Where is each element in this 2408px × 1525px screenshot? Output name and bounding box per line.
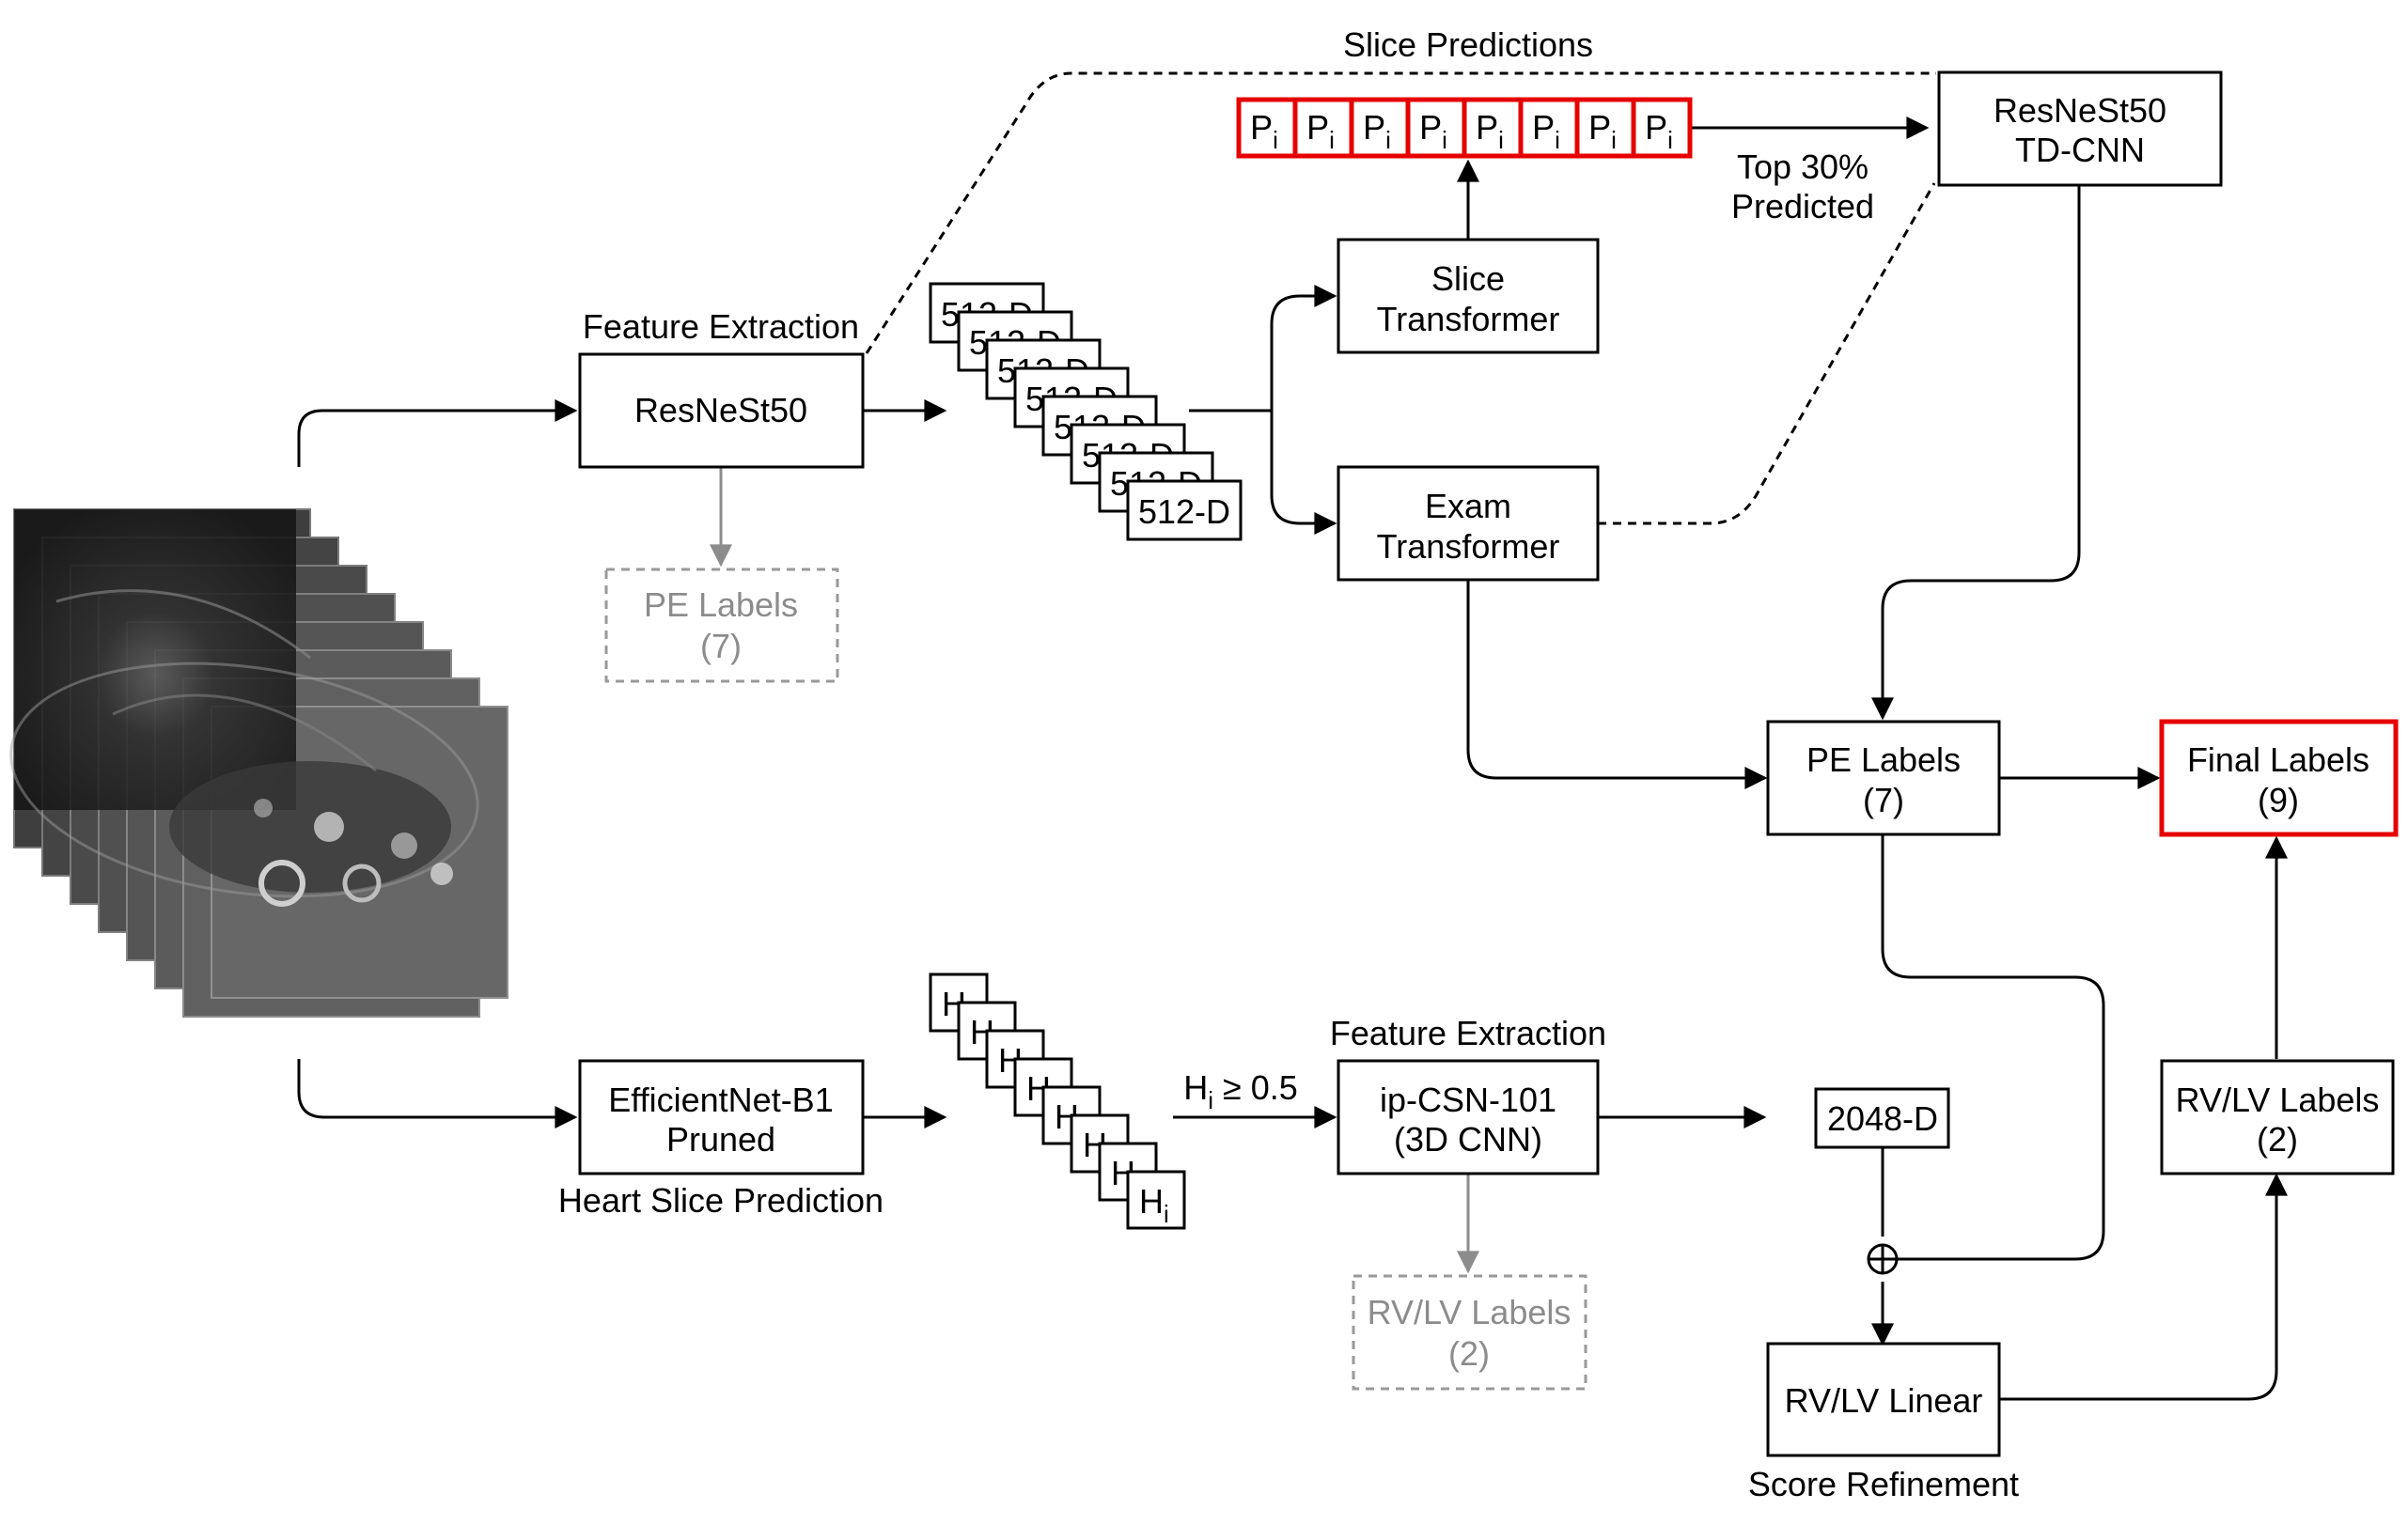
slice-transformer-line2: Transformer: [1377, 300, 1560, 338]
sum-operator-icon: [1867, 1243, 1899, 1275]
rvlv-labels-title: RV/LV Labels: [2176, 1081, 2380, 1119]
slice-prediction-cell: Pi: [1631, 97, 1693, 159]
efficientnet-line2: Pruned: [666, 1120, 775, 1159]
ipcsn-box: [1337, 1059, 1600, 1175]
aux-rvlv-labels-count: (2): [1448, 1334, 1490, 1373]
tdcnn-line1: ResNeSt50: [1994, 91, 2166, 130]
slice-prediction-cell: Pi: [1574, 97, 1636, 159]
final-labels-title: Final Labels: [2187, 740, 2369, 779]
slice-prediction-label: Pi: [1250, 108, 1278, 154]
slice-prediction-label: Pi: [1588, 108, 1617, 154]
heart-slice-card: Hi: [1126, 1170, 1186, 1230]
exam-transformer-line2: Transformer: [1377, 527, 1560, 566]
ipcsn-line2: (3D CNN): [1394, 1120, 1542, 1159]
feature-extraction-bottom-label: Feature Extraction: [1330, 1014, 1606, 1052]
rvlv-labels-block: RV/LV Labels (2): [2160, 1059, 2395, 1175]
slice-prediction-cell: Pi: [1236, 97, 1298, 159]
exam-transformer-box: [1337, 465, 1600, 582]
resnest50-label: ResNeSt50: [634, 391, 807, 429]
feature-2048-block: 2048-D: [1814, 1087, 1950, 1149]
efficientnet-box: [578, 1059, 865, 1175]
aux-pe-labels-block: PE Labels (7): [604, 568, 839, 683]
heart-slice-label: Hi: [1139, 1182, 1169, 1228]
feature-2048-label: 2048-D: [1827, 1099, 1938, 1138]
slice-prediction-cell: Pi: [1405, 97, 1467, 159]
slice-predictions-row: Pi Pi Pi Pi Pi Pi Pi Pi: [1236, 97, 1693, 159]
pe-labels-box: [1766, 720, 2001, 836]
feature-2048-box: [1814, 1087, 1950, 1149]
exam-transformer-block: Exam Transformer: [1337, 465, 1600, 582]
tdcnn-line2: TD-CNN: [2015, 131, 2145, 169]
exam-transformer-line1: Exam: [1425, 487, 1511, 525]
slice-prediction-cell: Pi: [1518, 97, 1580, 159]
slice-prediction-label: Pi: [1419, 108, 1447, 154]
slice-prediction-label: Pi: [1476, 108, 1504, 154]
pe-labels-block: PE Labels (7): [1766, 720, 2001, 836]
slice-prediction-label: Pi: [1306, 108, 1335, 154]
top-branch-connectors: [297, 71, 2161, 789]
efficientnet-block: EfficientNet-B1 Pruned Heart Slice Predi…: [558, 1059, 883, 1220]
resnest50-box: [578, 352, 865, 469]
slice-prediction-cell: Pi: [1292, 97, 1354, 159]
final-labels-box: [2159, 719, 2399, 837]
rvlv-linear-box: [1766, 1342, 2001, 1457]
threshold-label: Hi ≥ 0.5: [1183, 1068, 1298, 1114]
final-labels-block: Final Labels (9): [2159, 719, 2399, 837]
bottom-branch-connectors: [297, 834, 2288, 1401]
slice-prediction-cell: Pi: [1349, 97, 1411, 159]
ipcsn-line1: ip-CSN-101: [1380, 1081, 1556, 1119]
aux-pe-labels-title: PE Labels: [644, 585, 798, 624]
top-30-label-line2: Predicted: [1731, 187, 1874, 226]
tdcnn-box: [1937, 70, 2223, 187]
ct-volume-image: [9, 508, 508, 1018]
pe-labels-title: PE Labels: [1806, 740, 1961, 779]
efficientnet-line1: EfficientNet-B1: [608, 1081, 833, 1119]
rvlv-linear-block: RV/LV Linear Score Refinement: [1748, 1342, 2019, 1503]
resnest50-block: Feature Extraction ResNeSt50: [578, 307, 865, 469]
feature-extraction-label: Feature Extraction: [583, 307, 859, 346]
aux-pe-labels-box: [604, 568, 839, 683]
slice-transformer-box: [1337, 238, 1600, 354]
pe-labels-count: (7): [1863, 781, 1904, 819]
feature-vector-card: 512-D: [1126, 479, 1243, 541]
heart-slice-stack: HiHiHiHiHiHiHiHi: [929, 973, 1186, 1230]
aux-rvlv-labels-title: RV/LV Labels: [1368, 1293, 1571, 1331]
feature-vector-stack: 512-D512-D512-D512-D512-D512-D512-D512-D: [929, 282, 1243, 541]
rvlv-labels-box: [2160, 1059, 2395, 1175]
slice-transformer-line1: Slice: [1431, 259, 1505, 298]
aux-pe-labels-count: (7): [700, 627, 742, 665]
slice-prediction-cell: Pi: [1462, 97, 1524, 159]
tdcnn-block: ResNeSt50 TD-CNN: [1937, 70, 2223, 187]
top-30-label-line1: Top 30%: [1737, 148, 1869, 186]
final-labels-count: (9): [2258, 781, 2299, 819]
score-refinement-label: Score Refinement: [1748, 1465, 2019, 1503]
slice-prediction-label: Pi: [1363, 108, 1391, 154]
feature-vector-label: 512-D: [1138, 492, 1230, 531]
aux-rvlv-labels-box: [1352, 1274, 1587, 1391]
ipcsn-block: Feature Extraction ip-CSN-101 (3D CNN): [1330, 1014, 1606, 1175]
rvlv-labels-count: (2): [2257, 1120, 2298, 1159]
slice-predictions-label: Slice Predictions: [1343, 25, 1593, 64]
heart-slice-prediction-label: Heart Slice Prediction: [558, 1181, 883, 1220]
slice-prediction-label: Pi: [1532, 108, 1560, 154]
slice-transformer-block: Slice Transformer: [1337, 238, 1600, 354]
rvlv-linear-label: RV/LV Linear: [1785, 1381, 1983, 1420]
aux-rvlv-labels-block: RV/LV Labels (2): [1352, 1274, 1587, 1391]
slice-prediction-label: Pi: [1645, 108, 1673, 154]
